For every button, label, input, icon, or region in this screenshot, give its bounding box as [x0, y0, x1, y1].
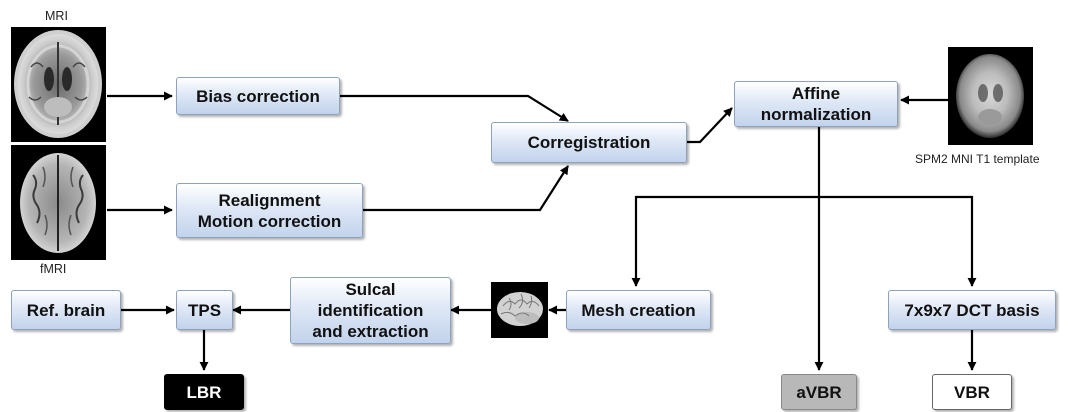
- arrow-branch-to-dct: [819, 195, 977, 287]
- realignment-box: Realignment Motion correction: [176, 183, 363, 238]
- affine-normalization-box: Affine normalization: [734, 81, 898, 127]
- arrow-realignment-to-coregistration: [363, 165, 569, 212]
- mesh-image: [491, 282, 548, 338]
- mri-caption: MRI: [45, 9, 68, 23]
- fmri-caption: fMRI: [40, 262, 67, 276]
- ref-brain-box: Ref. brain: [11, 290, 121, 330]
- mri-image: [11, 27, 106, 142]
- arrow-coregistration-to-affine: [687, 107, 733, 144]
- vbr-output: VBR: [932, 374, 1012, 410]
- bias-correction-box: Bias correction: [176, 77, 340, 115]
- dct-basis-box: 7x9x7 DCT basis: [888, 290, 1056, 330]
- mesh-creation-box: Mesh creation: [566, 290, 711, 330]
- tps-box: TPS: [176, 290, 233, 330]
- template-image: [948, 47, 1033, 145]
- lbr-output: LBR: [164, 374, 244, 410]
- arrow-bias-to-coregistration: [340, 94, 569, 122]
- sulcal-extraction-box: Sulcal identification and extraction: [290, 277, 451, 344]
- coregistration-box: Corregistration: [491, 122, 687, 163]
- fmri-image: [11, 145, 106, 260]
- arrow-branch-to-mesh: [631, 195, 819, 287]
- template-caption: SPM2 MNI T1 template: [915, 152, 1040, 166]
- avbr-output: aVBR: [781, 374, 857, 410]
